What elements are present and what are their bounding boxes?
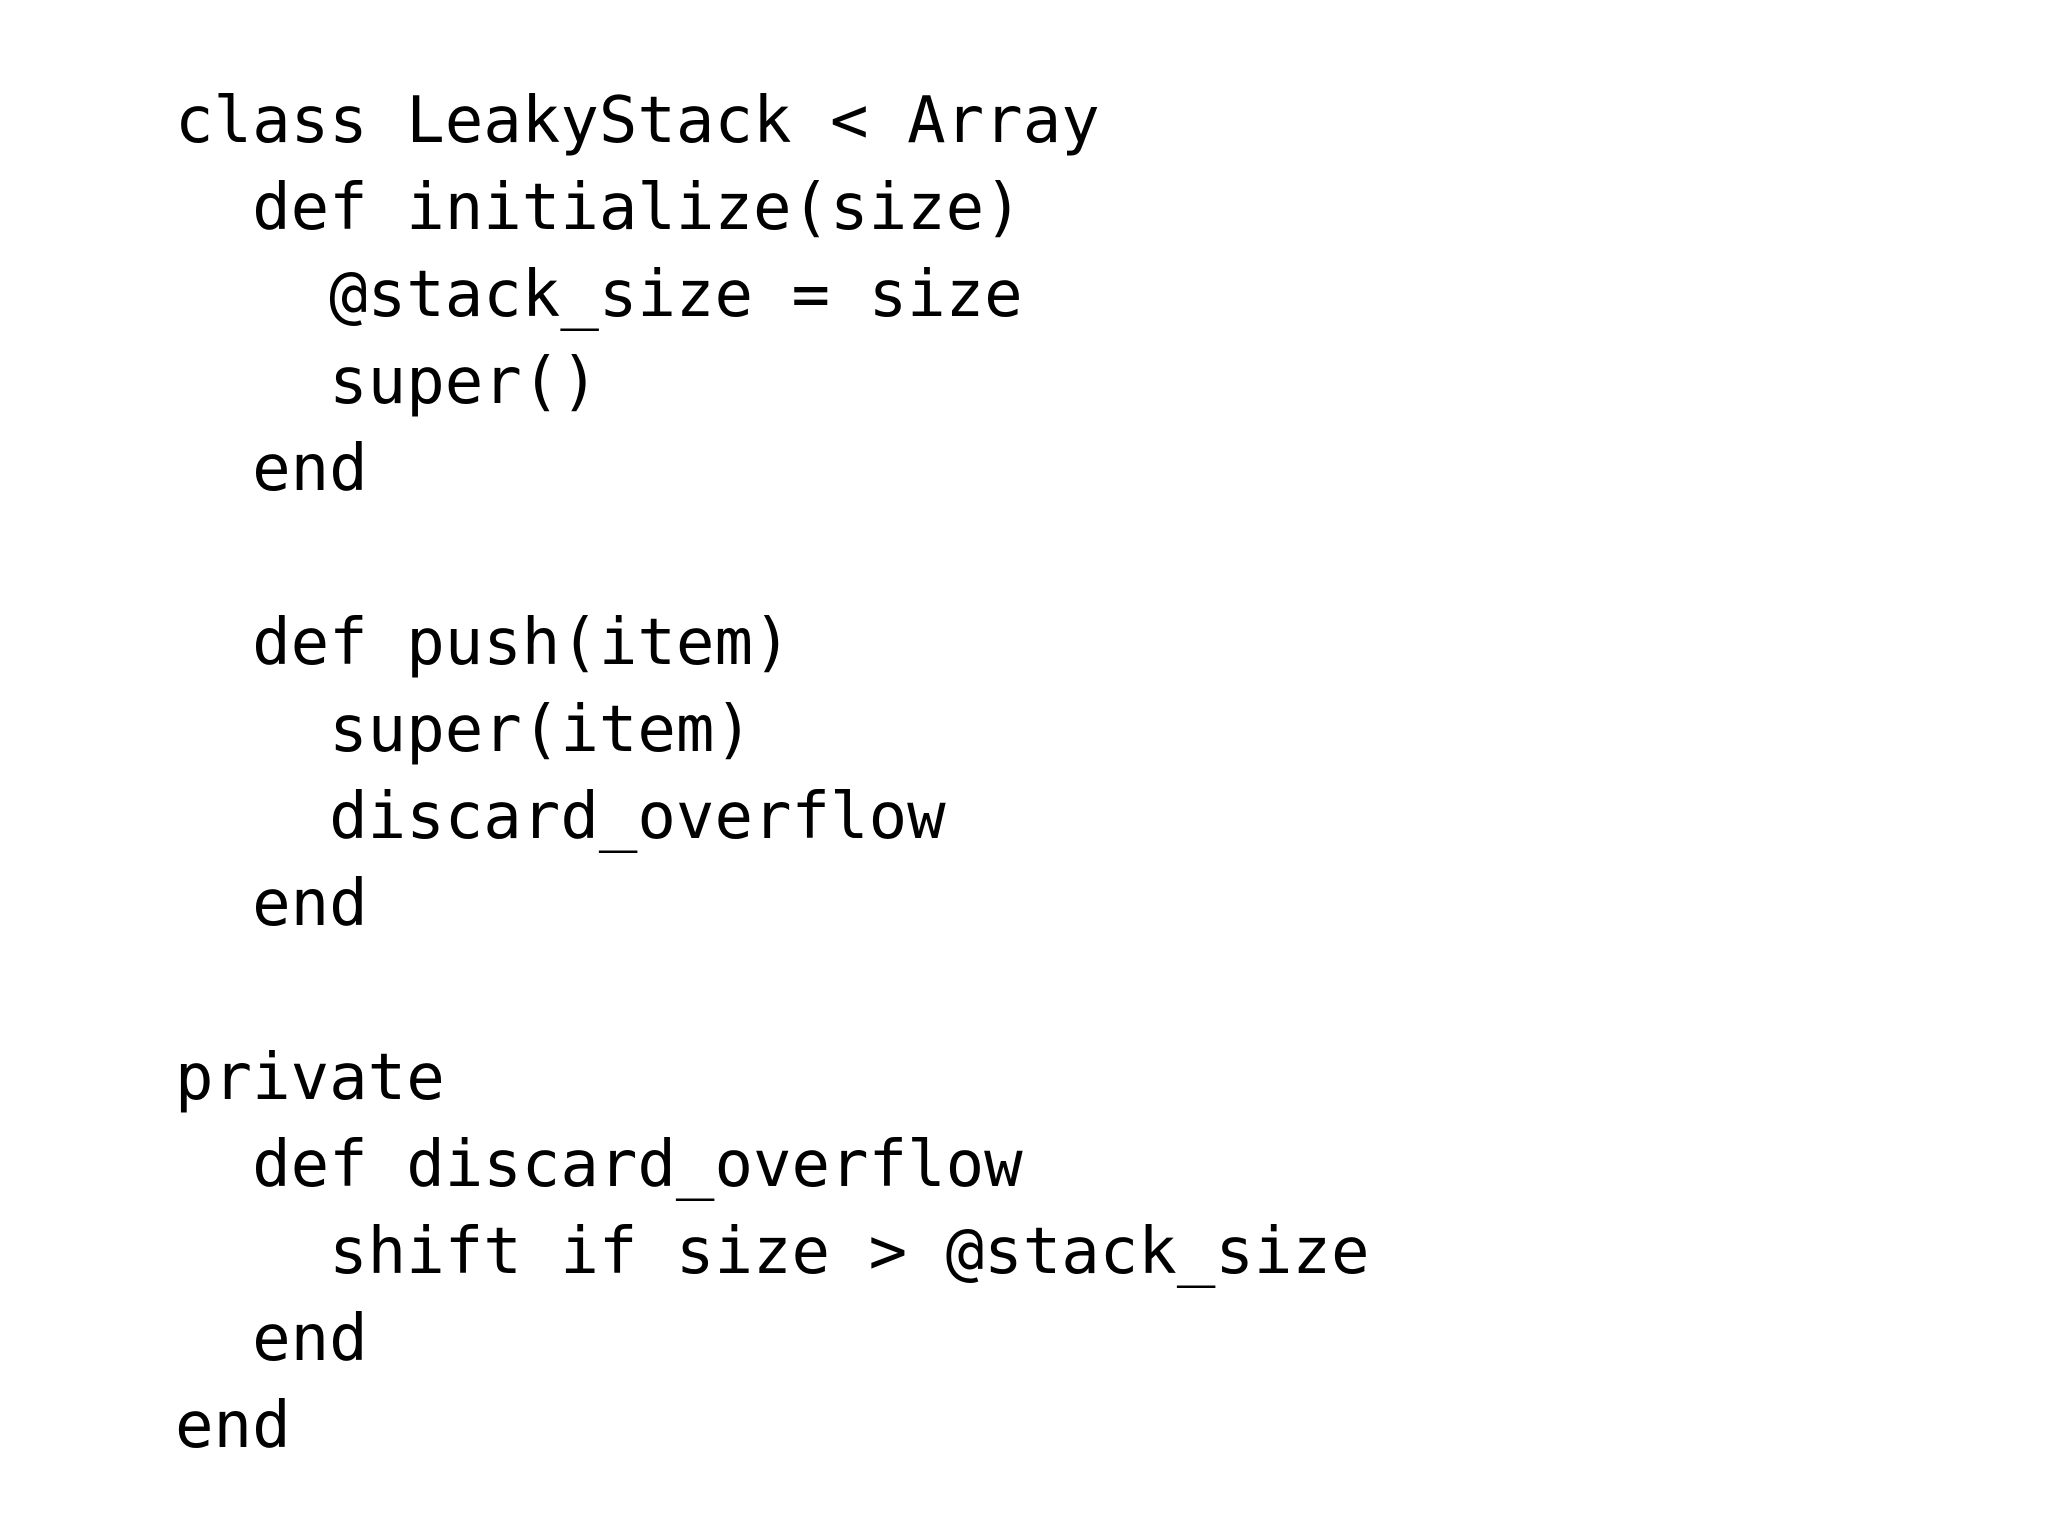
code-block: class LeakyStack < Array def initialize(…: [175, 78, 1369, 1470]
code-line: end: [175, 1302, 368, 1376]
code-line: [175, 948, 1369, 1035]
code-line: end: [175, 867, 368, 941]
code-line: private: [175, 1041, 445, 1115]
code-line: shift if size > @stack_size: [175, 1215, 1370, 1289]
code-line: end: [175, 432, 368, 506]
code-line: @stack_size = size: [175, 258, 1023, 332]
code-line: discard_overflow: [175, 780, 946, 854]
code-line: end: [175, 1389, 291, 1463]
code-line: super(): [175, 345, 599, 419]
code-line: super(item): [175, 693, 753, 767]
code-line: [175, 513, 1369, 600]
code-line: def push(item): [175, 606, 792, 680]
code-line: def discard_overflow: [175, 1128, 1023, 1202]
code-line: class LeakyStack < Array: [175, 84, 1100, 158]
code-line: def initialize(size): [175, 171, 1023, 245]
